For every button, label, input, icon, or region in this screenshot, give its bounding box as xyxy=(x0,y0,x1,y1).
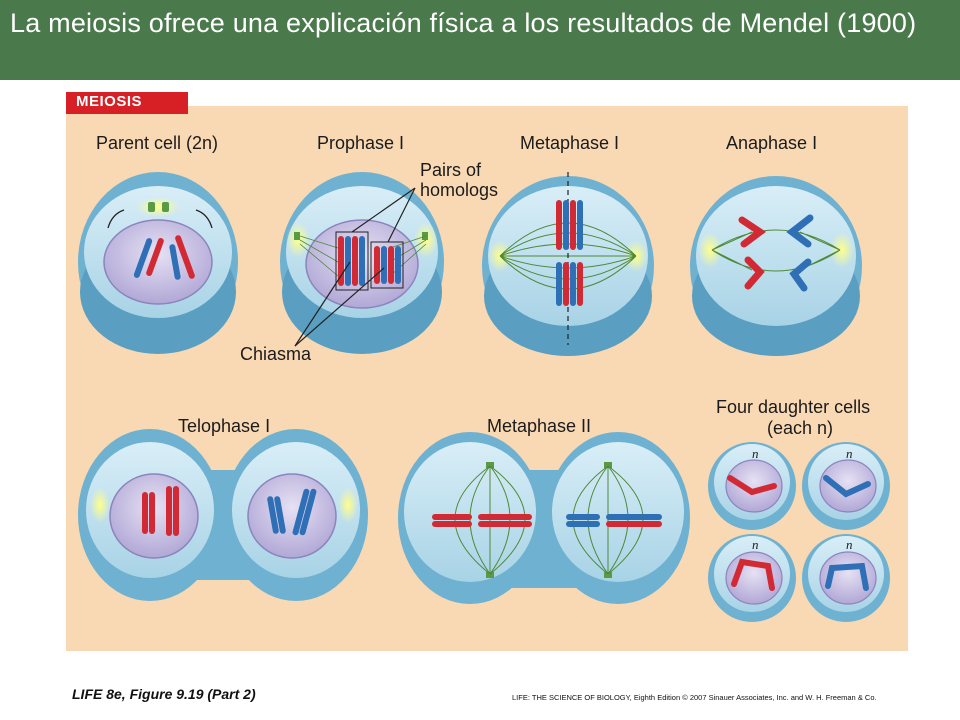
daughter-cell-4 xyxy=(802,534,890,622)
label-four-daughter-cells: Four daughter cells xyxy=(716,397,871,417)
label-anaphase-1: Anaphase I xyxy=(726,133,818,153)
label-chiasma: Chiasma xyxy=(240,344,312,364)
label-telophase-1: Telophase I xyxy=(178,416,271,436)
title-bar xyxy=(0,0,960,80)
n-label-2: n xyxy=(846,446,853,461)
slide-title: La meiosis ofrece una explicación física… xyxy=(10,8,917,38)
label-metaphase-2: Metaphase II xyxy=(487,416,592,436)
label-each-n: (each n) xyxy=(767,418,834,438)
n-label-4: n xyxy=(846,537,853,552)
meiosis-tab-label: MEIOSIS xyxy=(76,93,143,110)
n-label-3: n xyxy=(752,537,759,552)
anaphase-1-cell xyxy=(690,176,862,356)
label-metaphase-1: Metaphase I xyxy=(520,133,620,153)
telophase-1-cell xyxy=(78,429,368,601)
metaphase-1-cell xyxy=(482,172,654,356)
daughter-cell-2 xyxy=(802,442,890,530)
n-label-1: n xyxy=(752,446,759,461)
figure-source-caption: LIFE 8e, Figure 9.19 (Part 2) xyxy=(72,686,256,702)
metaphase-2-cell xyxy=(398,432,690,604)
label-pairs-of-homologs: Pairs of homologs xyxy=(420,160,499,200)
daughter-cell-3 xyxy=(708,534,796,622)
meiosis-tab xyxy=(66,92,188,114)
daughter-cell-1 xyxy=(708,442,796,530)
prophase-1-cell xyxy=(280,172,444,354)
label-prophase-1: Prophase I xyxy=(317,133,405,153)
copyright-caption: LIFE: THE SCIENCE OF BIOLOGY, Eighth Edi… xyxy=(512,693,877,702)
label-parent-cell: Parent cell (2n) xyxy=(96,133,219,153)
parent-cell xyxy=(78,172,238,354)
